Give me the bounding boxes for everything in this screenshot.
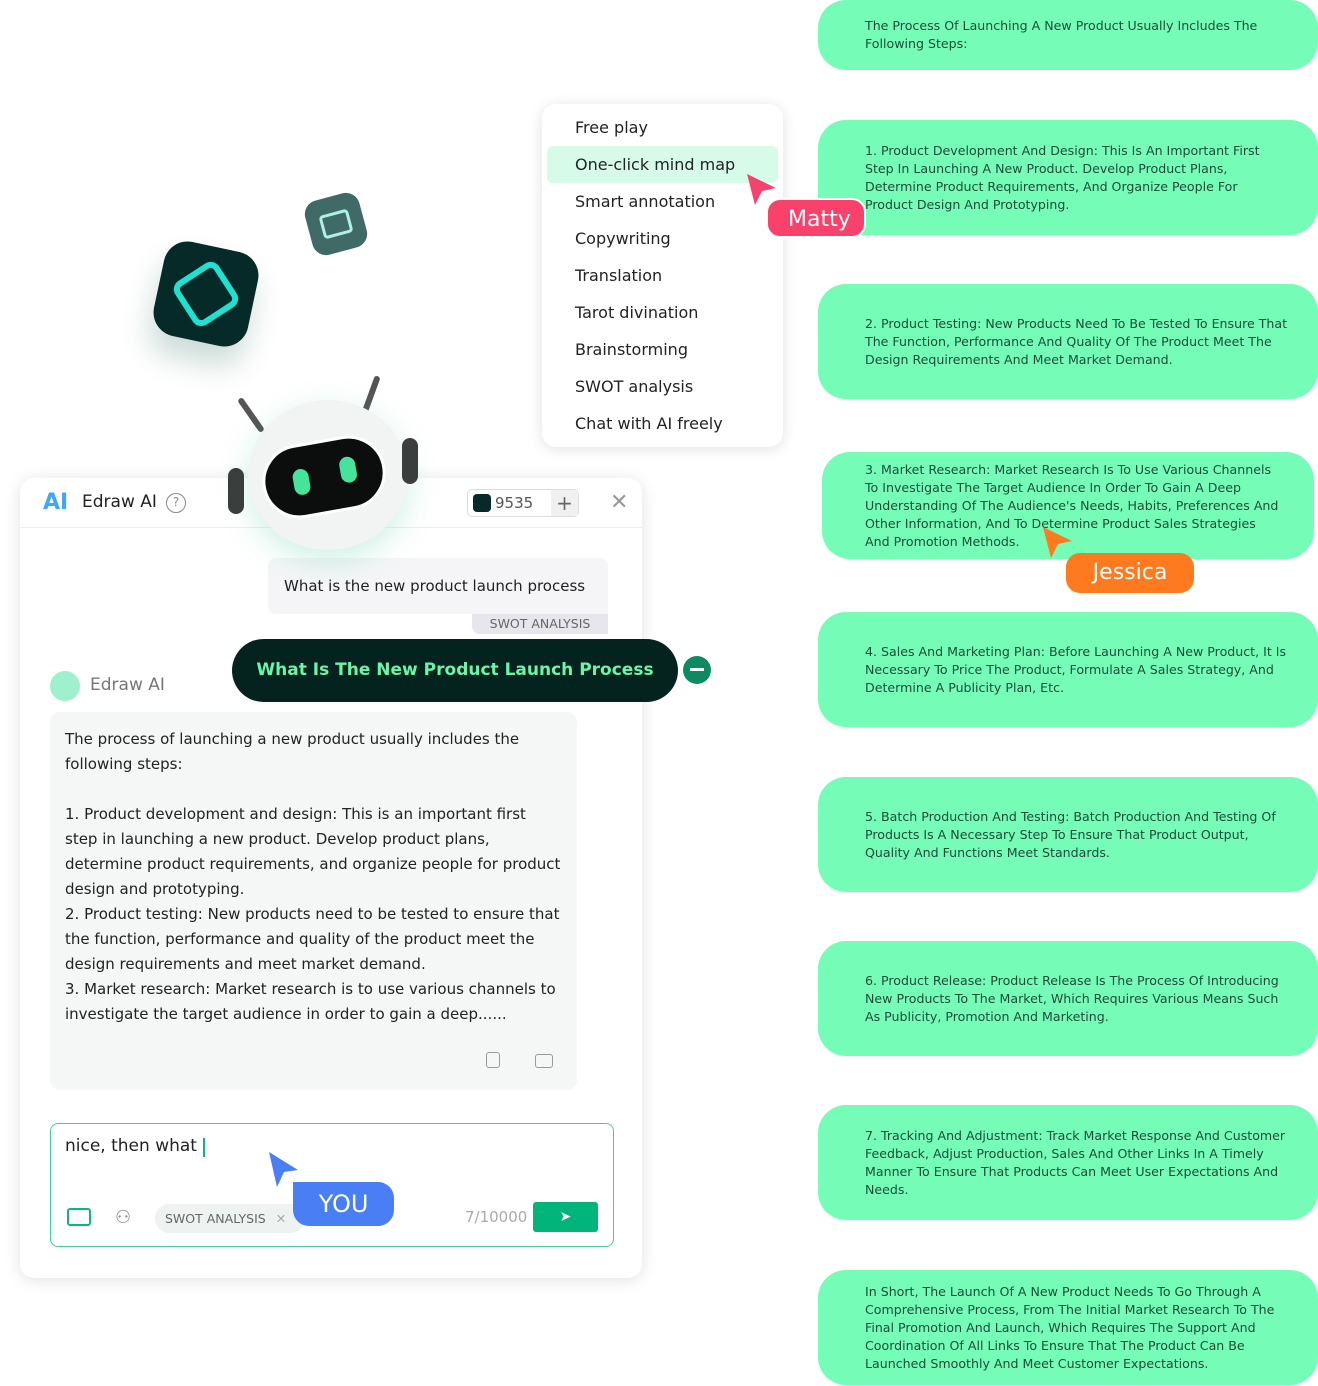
step-card: 6. Product Release: Product Release Is T… xyxy=(818,941,1318,1056)
card-text: 5. Batch Production And Testing: Batch P… xyxy=(865,808,1276,860)
card-text: 3. Market Research: Market Research Is T… xyxy=(865,461,1279,549)
step-card: The Process Of Launching A New Product U… xyxy=(818,0,1318,70)
menu-item-free-play[interactable]: Free play xyxy=(575,118,648,137)
skill-tag-label: SWOT ANALYSIS xyxy=(165,1211,266,1226)
card-text: 6. Product Release: Product Release Is T… xyxy=(865,972,1279,1024)
menu-item-chat-freely[interactable]: Chat with AI freely xyxy=(575,414,723,433)
cursor-matty-icon xyxy=(747,174,776,205)
card-text: 4. Sales And Marketing Plan: Before Laun… xyxy=(865,643,1287,695)
user-message-tag: SWOT ANALYSIS xyxy=(472,614,608,634)
menu-item-translation[interactable]: Translation xyxy=(575,266,663,285)
credits-count: 9535 xyxy=(495,494,534,512)
card-text: 2. Product Testing: New Products Need To… xyxy=(865,315,1288,367)
copy-icon[interactable] xyxy=(486,1052,500,1068)
menu-item-swot-analysis[interactable]: SWOT analysis xyxy=(575,377,694,396)
step-card: 2. Product Testing: New Products Need To… xyxy=(818,284,1318,399)
menu-item-brainstorming[interactable]: Brainstorming xyxy=(575,340,688,359)
edraw-ai-chat-panel: AI Edraw AI ? 9535 + ✕ What is the new p… xyxy=(20,478,642,1278)
robot-mascot xyxy=(228,370,430,560)
menu-item-smart-annotation[interactable]: Smart annotation xyxy=(575,192,716,211)
step-card: 3. Market Research: Market Research Is T… xyxy=(822,452,1314,559)
send-button[interactable]: ➤ xyxy=(533,1202,598,1232)
ai-logo: AI xyxy=(43,490,69,515)
menu-item-tarot-divination[interactable]: Tarot divination xyxy=(575,303,699,322)
card-text: The Process Of Launching A New Product U… xyxy=(865,18,1258,51)
help-icon[interactable]: ? xyxy=(166,493,186,513)
close-icon[interactable]: ✕ xyxy=(610,490,629,515)
input-text[interactable]: nice, then what xyxy=(65,1136,203,1156)
card-text: 1. Product Development And Design: This … xyxy=(865,142,1260,212)
menu-item-copywriting[interactable]: Copywriting xyxy=(575,229,671,248)
credits-icon xyxy=(473,494,491,512)
bot-name: Edraw AI xyxy=(90,675,165,695)
cursor-label-matty: Matty xyxy=(766,198,866,238)
user-message: What is the new product launch process xyxy=(268,558,608,614)
chat-history-icon[interactable] xyxy=(67,1208,91,1226)
text-caret xyxy=(203,1138,205,1157)
cursor-jessica-icon xyxy=(1043,527,1072,558)
edraw-small-icon xyxy=(301,189,371,259)
menu-item-one-click-mind-map[interactable]: One-click mind map xyxy=(547,146,778,183)
edraw-app-icon xyxy=(149,237,263,351)
cursor-label-jessica: Jessica xyxy=(1066,553,1194,593)
card-text: 7. Tracking And Adjustment: Track Market… xyxy=(865,1127,1286,1197)
bot-avatar xyxy=(50,671,80,701)
bot-answer: The process of launching a new product u… xyxy=(50,712,577,1090)
step-card: 4. Sales And Marketing Plan: Before Laun… xyxy=(818,612,1318,727)
add-credits-button[interactable]: + xyxy=(551,490,578,516)
cursor-you-icon xyxy=(269,1152,298,1187)
ai-feature-menu: Free play One-click mind map Smart annot… xyxy=(542,104,783,447)
card-text: In Short, The Launch Of A New Product Ne… xyxy=(865,1283,1275,1371)
chat-input[interactable]: nice, then what ⚇ SWOT ANALYSIS ✕ 7/10000… xyxy=(50,1123,614,1247)
skill-tag: SWOT ANALYSIS ✕ xyxy=(155,1204,305,1233)
step-card: 1. Product Development And Design: This … xyxy=(818,120,1318,235)
panel-header: AI Edraw AI ? 9535 + ✕ xyxy=(20,478,642,528)
remove-prompt-button[interactable] xyxy=(683,656,711,684)
highlighted-prompt[interactable]: What Is The New Product Launch Process xyxy=(232,639,678,702)
step-card: 5. Batch Production And Testing: Batch P… xyxy=(818,777,1318,892)
cursor-label-you: YOU xyxy=(293,1182,394,1226)
remove-tag-icon[interactable]: ✕ xyxy=(275,1211,287,1226)
insert-icon[interactable] xyxy=(535,1054,553,1068)
panel-title: Edraw AI xyxy=(82,492,157,512)
char-counter: 7/10000 xyxy=(465,1208,528,1226)
mind-map-icon[interactable]: ⚇ xyxy=(115,1207,132,1228)
step-card: In Short, The Launch Of A New Product Ne… xyxy=(818,1270,1318,1385)
credits-badge[interactable]: 9535 + xyxy=(467,489,579,517)
step-card: 7. Tracking And Adjustment: Track Market… xyxy=(818,1105,1318,1220)
